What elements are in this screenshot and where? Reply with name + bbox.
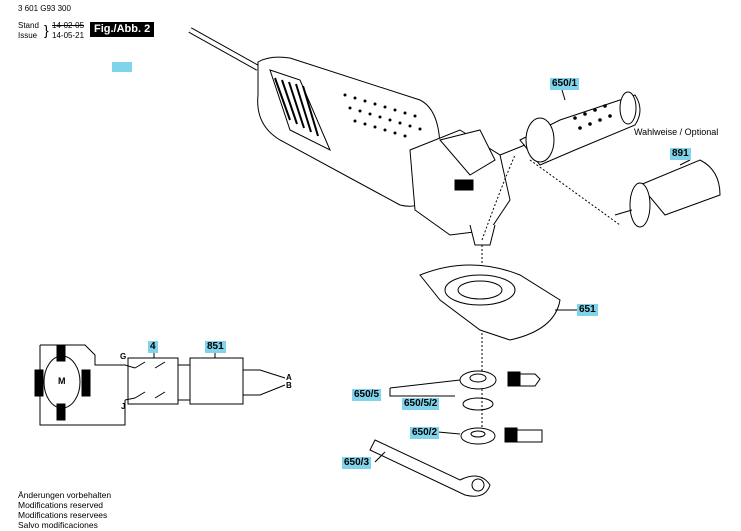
- wiring-label-switch: 4: [148, 341, 158, 353]
- clamping-nut: [460, 427, 543, 445]
- footer-line-4: Salvo modificaciones: [18, 520, 98, 530]
- wheel-guard: [419, 264, 578, 341]
- terminal-j: J: [121, 402, 126, 411]
- angle-grinder-body: [257, 56, 511, 246]
- flange: [459, 370, 541, 390]
- output-a: A: [286, 373, 292, 382]
- side-handle-2: [529, 159, 721, 228]
- stand-label: Stand: [18, 21, 39, 30]
- figure-tag: Fig./Abb. 2: [90, 22, 155, 37]
- part-number: 3 601 G93 300: [18, 4, 71, 13]
- footer-line-2: Modifications reserved: [18, 500, 104, 510]
- part-label-650-1: 650/1: [550, 78, 580, 90]
- color-swatch: [112, 62, 132, 72]
- wiring-label-module: 851: [205, 341, 226, 353]
- issue-date: 14-05-21: [52, 31, 85, 40]
- stand-date: 14-02-05: [52, 21, 85, 30]
- wiring-diagram: [34, 344, 286, 426]
- footer-line-1: Änderungen vorbehalten: [18, 490, 112, 500]
- terminal-g: G: [120, 352, 127, 361]
- part-label-651: 651: [577, 304, 598, 316]
- optional-note: Wahlweise / Optional: [634, 127, 719, 137]
- part-label-650-2: 650/2: [410, 427, 440, 439]
- part-label-650-3: 650/3: [342, 457, 372, 469]
- spanner-wrench: [369, 439, 491, 497]
- o-ring: [462, 397, 494, 411]
- issue-label: Issue: [18, 31, 38, 40]
- part-label-650-5-2: 650/5/2: [402, 398, 440, 410]
- part-label-891: 891: [670, 148, 691, 160]
- grip-dots: [343, 93, 422, 138]
- footer-line-3: Modifications reservees: [18, 510, 108, 520]
- part-label-650-5: 650/5: [352, 389, 382, 401]
- power-cord: [188, 27, 260, 71]
- side-handle-1: [481, 91, 641, 241]
- motor-label: M: [58, 376, 66, 386]
- bracket: }: [44, 22, 49, 38]
- output-b: B: [286, 381, 292, 390]
